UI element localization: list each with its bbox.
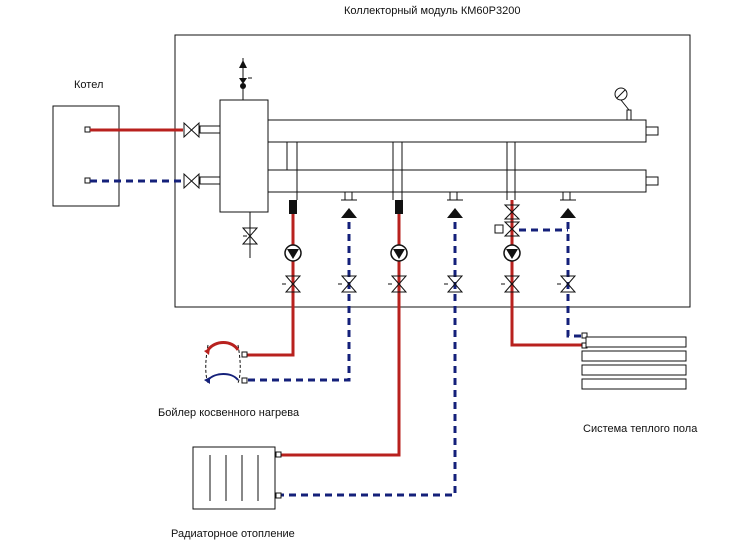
radiator-heating-label: Радиаторное отопление <box>171 528 295 540</box>
pump-icon <box>390 244 408 262</box>
return-collector <box>267 169 647 193</box>
supply-collector <box>267 119 647 143</box>
return-valve-icon <box>560 199 576 218</box>
floor-heating-loop <box>581 332 687 390</box>
boiler-supply-port <box>84 126 91 133</box>
pressure-gauge-icon <box>614 87 630 111</box>
valve-icon <box>557 275 577 293</box>
check-valve-icon <box>289 200 297 214</box>
pump-icon <box>503 244 521 262</box>
valve-icon <box>282 275 302 293</box>
coil-icon <box>204 341 248 384</box>
valve-icon <box>183 172 200 190</box>
boiler-box <box>52 105 120 207</box>
return-valve-icon <box>341 199 357 218</box>
valve-icon <box>388 275 408 293</box>
pump-icon <box>284 244 302 262</box>
return-valve-icon <box>447 199 463 218</box>
boiler-circuit-return <box>242 210 351 382</box>
boiler-return-port <box>84 177 91 184</box>
module-title: Коллекторный модуль КМ60Р3200 <box>344 5 520 17</box>
floor-heating-label: Система теплого пола <box>583 423 698 435</box>
fitting <box>199 176 221 185</box>
radiator-circuit-supply <box>280 200 401 457</box>
collector-end-cap <box>645 176 659 186</box>
gauge-stem <box>626 109 632 121</box>
air-vent-icon <box>239 58 252 100</box>
hydraulic-separator <box>219 99 269 213</box>
valve-icon <box>501 275 521 293</box>
radiator-icon <box>192 446 282 510</box>
valve-icon <box>338 275 358 293</box>
valve-icon <box>444 275 464 293</box>
three-way-valve-icon <box>494 204 521 237</box>
radiator-circuit-return <box>280 210 457 497</box>
indirect-boiler-label: Бойлер косвенного нагрева <box>158 407 300 419</box>
valve-icon <box>183 121 200 139</box>
boiler-label: Котел <box>74 79 103 91</box>
drain-valve-icon <box>241 227 259 245</box>
collector-end-cap <box>645 126 659 136</box>
fitting <box>199 125 221 134</box>
floor-circuit-return <box>566 210 582 338</box>
check-valve-icon <box>395 200 403 214</box>
